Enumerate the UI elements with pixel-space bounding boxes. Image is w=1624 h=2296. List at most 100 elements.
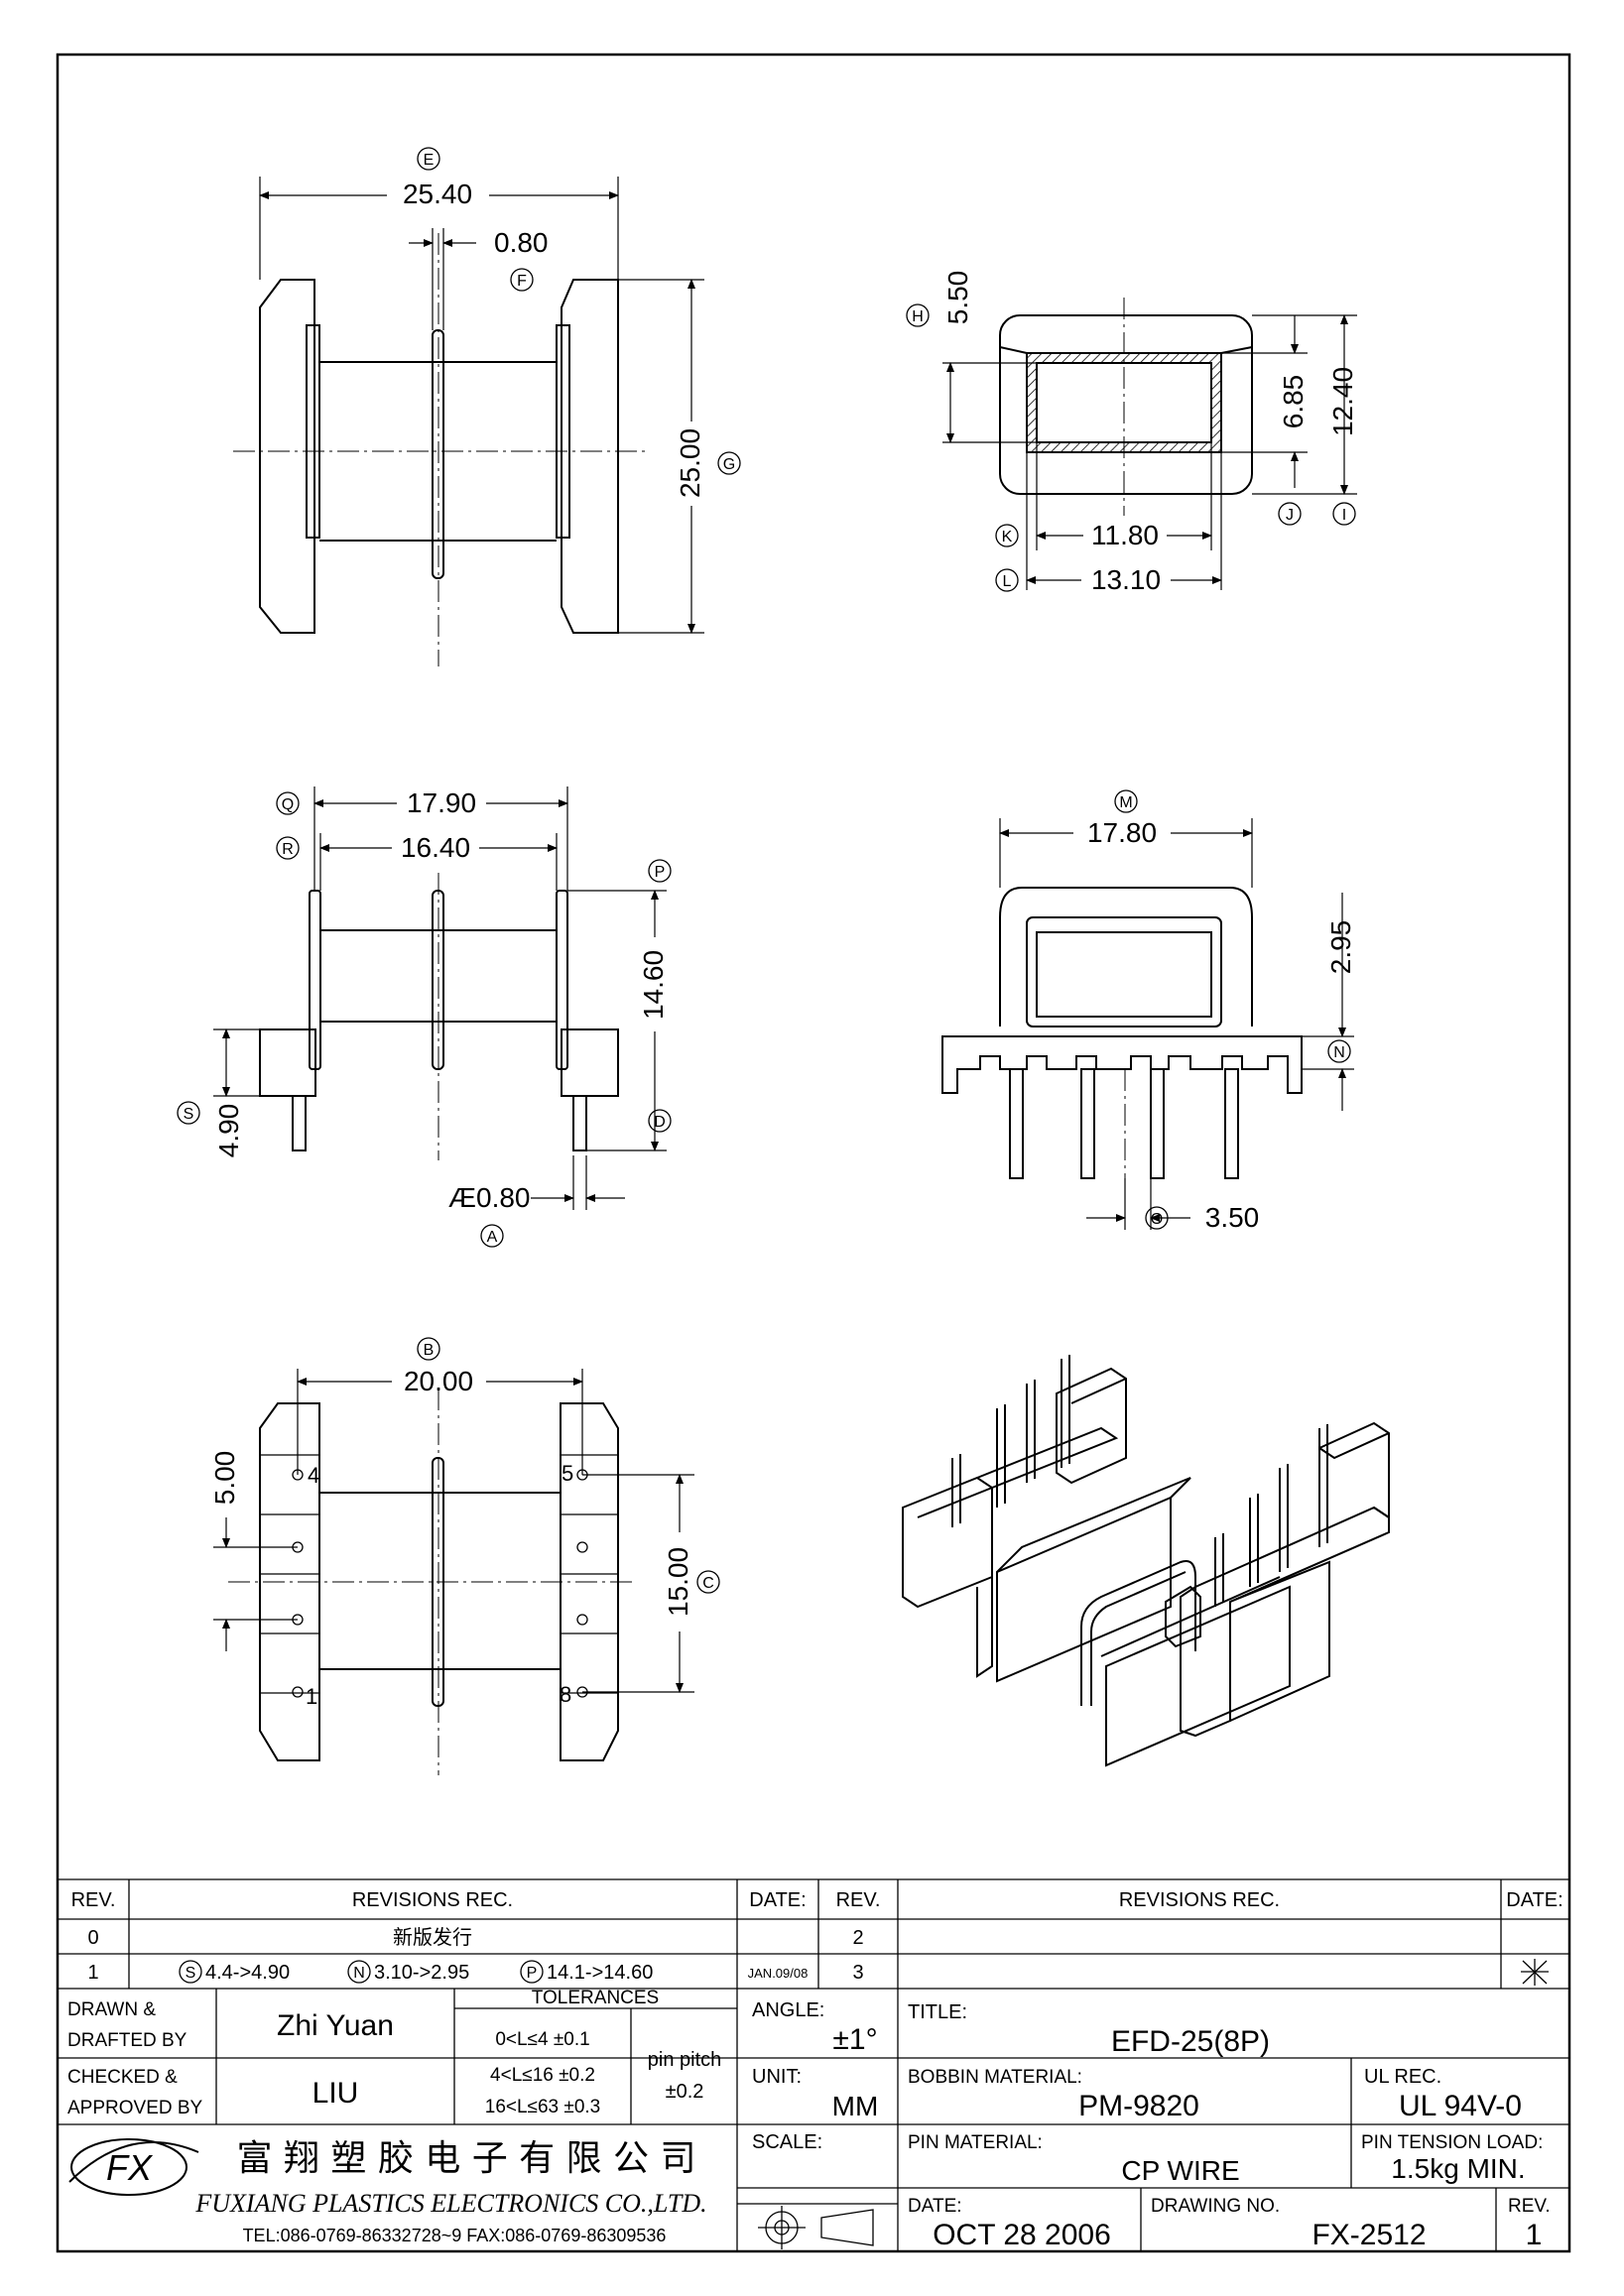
company-logo: FX: [68, 2138, 199, 2196]
bobbin-material-value: PM-9820: [1078, 2090, 1199, 2122]
row1-n-mark: N: [353, 1965, 365, 1982]
dim-k-label: K: [1002, 529, 1013, 545]
company-name-cn: 富 翔 塑 胶 电 子 有 限 公 司: [237, 2138, 696, 2179]
drawing-no-label: DRAWING NO.: [1151, 2196, 1280, 2217]
dim-r-label: R: [282, 841, 294, 858]
row0-rev: 0: [87, 1927, 98, 1949]
pin-pitch-label: pin pitch: [648, 2049, 722, 2071]
tol-range-1: 0<L≤4 ±0.1: [495, 2029, 589, 2050]
sheet-frame: [56, 53, 1571, 2253]
revision-asterisk-mark: [1521, 1959, 1549, 1986]
rev-label: REV.: [1508, 2196, 1551, 2217]
drawn-label: DRAWN &: [67, 1999, 156, 2020]
dim-f-value: 0.80: [494, 227, 549, 258]
date-value: OCT 28 2006: [933, 2219, 1111, 2251]
tolerances-label: TOLERANCES: [532, 1988, 659, 2008]
dim-l-value: 13.10: [1091, 564, 1161, 595]
dim-p-label: P: [655, 864, 666, 881]
hdr-rev: REV.: [71, 1889, 116, 1911]
dim-s-value: 4.90: [213, 1104, 244, 1158]
pin-4-label: 4: [308, 1463, 319, 1488]
hdr-date2: DATE:: [1506, 1889, 1562, 1911]
scale-label: SCALE:: [752, 2131, 822, 2153]
dim-r-value: 16.40: [401, 832, 470, 863]
bobbin-material-label: BOBBIN MATERIAL:: [908, 2067, 1082, 2088]
top-view: 25.40 E 0.80 F 25.00 G: [233, 147, 741, 666]
ul-rec-value: UL 94V-0: [1399, 2090, 1522, 2122]
dim-o-label: O: [1151, 1211, 1163, 1228]
hdr-date: DATE:: [749, 1889, 806, 1911]
hdr-rev2: REV.: [836, 1889, 881, 1911]
dim-c5-value: 5.00: [209, 1451, 240, 1506]
dim-c-value: 15.00: [663, 1547, 693, 1617]
hdr-revisions2: REVISIONS REC.: [1119, 1889, 1280, 1911]
side-view: 17.90 Q 16.40 R 14.60 P D 4.90 S Æ0.80 A: [177, 786, 672, 1248]
tol-range-2: 4<L≤16 ±0.2: [490, 2065, 595, 2086]
bottom-view: 4 5 1 8 20.00 B 5.00 15.00 C: [209, 1337, 720, 1775]
row1-s-mark: S: [186, 1965, 196, 1982]
logo-text: FX: [106, 2147, 154, 2188]
drawing-no-value: FX-2512: [1312, 2219, 1426, 2251]
row1-n-text: 3.10->2.95: [374, 1962, 469, 1984]
date-label: DATE:: [908, 2196, 962, 2217]
dim-l-label: L: [1003, 573, 1012, 590]
row1-p-text: 14.1->14.60: [547, 1962, 653, 1984]
core-window-view: 5.50 H 6.85 J 12.40 I 11.80 K 13.10 L: [906, 271, 1358, 595]
dim-i-label: I: [1342, 507, 1346, 524]
dim-g-value: 25.00: [675, 428, 705, 498]
drafted-label: DRAFTED BY: [67, 2030, 187, 2051]
checked-by: LIU: [312, 2077, 359, 2110]
pin-5-label: 5: [562, 1461, 573, 1486]
drawn-by: Zhi Yuan: [277, 2009, 394, 2042]
dim-j-label: J: [1286, 507, 1294, 524]
row0-rev2: 2: [852, 1927, 863, 1949]
title-block: REV. REVISIONS REC. DATE: REV. REVISIONS…: [58, 1878, 1569, 2251]
approved-label: APPROVED BY: [67, 2098, 203, 2118]
row1-rev2: 3: [852, 1962, 863, 1984]
dim-b-value: 20.00: [404, 1366, 473, 1396]
pin-tension-label: PIN TENSION LOAD:: [1361, 2132, 1543, 2153]
dim-o-value: 3.50: [1205, 1202, 1260, 1233]
dim-n-value: 2.95: [1325, 920, 1356, 975]
dim-b-label: B: [424, 1342, 435, 1359]
dim-c-label: C: [702, 1575, 714, 1592]
front-view: 17.80 M 2.95 N 3.50 O: [941, 789, 1356, 1233]
angle-value: ±1°: [832, 2023, 877, 2056]
dim-h-label: H: [912, 308, 924, 325]
dim-q-label: Q: [282, 796, 294, 813]
row1-rev: 1: [87, 1962, 98, 1984]
row0-desc: 新版发行: [393, 1925, 472, 1949]
title-label: TITLE:: [908, 2001, 967, 2023]
pin-8-label: 8: [560, 1682, 571, 1707]
dim-j-value: 6.85: [1278, 375, 1309, 429]
pin-material-label: PIN MATERIAL:: [908, 2132, 1043, 2153]
dim-s-label: S: [184, 1106, 194, 1123]
isometric-view: [902, 1355, 1390, 1767]
hdr-revisions: REVISIONS REC.: [352, 1889, 513, 1911]
unit-label: UNIT:: [752, 2066, 802, 2088]
row1-p-mark: P: [527, 1965, 538, 1982]
dim-f-label: F: [517, 273, 527, 290]
company-contact: TEL:086-0769-86332728~9 FAX:086-0769-863…: [243, 2226, 667, 2245]
dim-m-value: 17.80: [1087, 817, 1157, 848]
rev-value: 1: [1526, 2219, 1543, 2251]
pin-1-label: 1: [306, 1684, 317, 1709]
checked-label: CHECKED &: [67, 2067, 178, 2088]
dim-m-label: M: [1119, 794, 1132, 811]
angle-label: ANGLE:: [752, 1999, 824, 2021]
dim-e-label: E: [424, 152, 435, 169]
drawing-title: EFD-25(8P): [1111, 2025, 1270, 2058]
dim-q-value: 17.90: [407, 787, 476, 818]
pin-pitch-value: ±0.2: [666, 2081, 704, 2103]
dim-k-value: 11.80: [1091, 520, 1159, 550]
dim-p-value: 14.60: [638, 950, 669, 1020]
unit-value: MM: [832, 2091, 879, 2121]
dim-i-value: 12.40: [1327, 367, 1358, 436]
row1-s-text: 4.4->4.90: [205, 1962, 290, 1984]
dim-n-label: N: [1333, 1044, 1345, 1061]
projection-symbol: [758, 2206, 874, 2249]
dim-d-label: D: [654, 1114, 666, 1131]
tol-range-3: 16<L≤63 ±0.3: [485, 2097, 600, 2117]
dim-g-label: G: [723, 456, 735, 473]
